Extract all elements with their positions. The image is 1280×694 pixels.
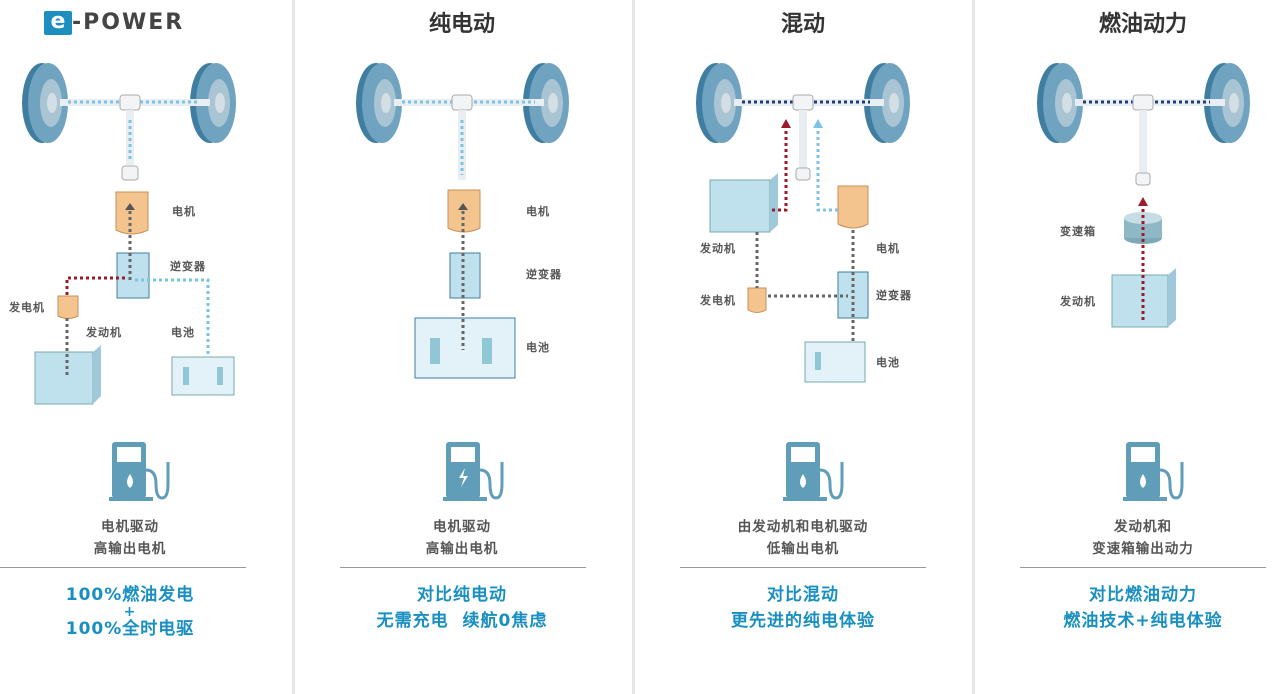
caption-line: 由发动机和电机驱动: [737, 519, 869, 535]
label-gearbox: 变速箱: [1060, 225, 1096, 238]
label-inverter: 逆变器: [526, 268, 562, 281]
label-battery: 电池: [171, 326, 195, 339]
label-inverter: 逆变器: [876, 289, 912, 302]
fuel-pump-icon: [1121, 440, 1184, 503]
label-engine: 发动机: [86, 326, 122, 339]
label-battery: 电池: [876, 356, 900, 369]
label-engine: 发动机: [700, 242, 736, 255]
highlight-line: 100%燃油发电: [65, 585, 195, 605]
column-title: 纯电动: [428, 12, 495, 37]
label-inverter: 逆变器: [170, 260, 206, 273]
fuel-pump-icon: [781, 440, 844, 503]
column-title: 混动: [780, 12, 825, 37]
label-battery: 电池: [526, 341, 550, 354]
divider-line: [340, 567, 586, 568]
label-motor: 电机: [876, 242, 900, 255]
highlight-plus: +: [123, 604, 137, 620]
caption: 电机驱动高输出电机: [0, 516, 300, 560]
caption-line: 发动机和: [1114, 519, 1172, 535]
label-motor: 电机: [172, 205, 196, 218]
ice-diagram: [1037, 63, 1250, 328]
label-engine: 发动机: [1060, 295, 1096, 308]
caption-line: 变速箱输出动力: [1092, 541, 1194, 557]
highlight-line: 更先进的纯电体验: [731, 611, 875, 631]
highlight: 对比纯电动无需充电 续航0焦虑: [292, 582, 632, 634]
column-title: 燃油动力: [1098, 12, 1187, 37]
caption-line: 电机驱动: [101, 519, 159, 535]
ev-charger-icon: [441, 440, 504, 503]
highlight-line: 对比混动: [767, 585, 839, 605]
epower-logo: e-POWER: [44, 10, 184, 35]
label-generator: 发电机: [700, 294, 736, 307]
caption: 由发动机和电机驱动低输出电机: [633, 516, 973, 560]
label-generator: 发电机: [9, 301, 45, 314]
divider-line: [1020, 567, 1266, 568]
divider-line: [680, 567, 926, 568]
fuel-pump-icon: [107, 440, 170, 503]
caption-line: 高输出电机: [425, 541, 499, 557]
caption-line: 低输出电机: [766, 541, 840, 557]
highlight-line: 燃油技术+纯电体验: [1063, 611, 1223, 631]
highlight: 对比混动更先进的纯电体验: [633, 582, 973, 634]
caption-line: 电机驱动: [433, 519, 491, 535]
column-divider: [632, 0, 635, 694]
highlight-line: 无需充电 续航0焦虑: [376, 611, 548, 631]
highlight-line: 对比纯电动: [417, 585, 507, 605]
label-motor: 电机: [526, 205, 550, 218]
column-divider: [972, 0, 975, 694]
highlight-line: 对比燃油动力: [1089, 585, 1197, 605]
hybrid-diagram: [696, 63, 910, 383]
caption-line: 高输出电机: [93, 541, 167, 557]
caption: 电机驱动高输出电机: [292, 516, 632, 560]
highlight-line: 100%全时电驱: [65, 619, 195, 639]
caption: 发动机和变速箱输出动力: [973, 516, 1280, 560]
ev-diagram: [356, 63, 569, 379]
highlight: 对比燃油动力燃油技术+纯电体验: [973, 582, 1280, 634]
highlight: 100%燃油发电+100%全时电驱: [0, 582, 300, 642]
divider-line: [0, 567, 246, 568]
column-divider: [292, 0, 295, 694]
epower-diagram: [22, 63, 236, 405]
